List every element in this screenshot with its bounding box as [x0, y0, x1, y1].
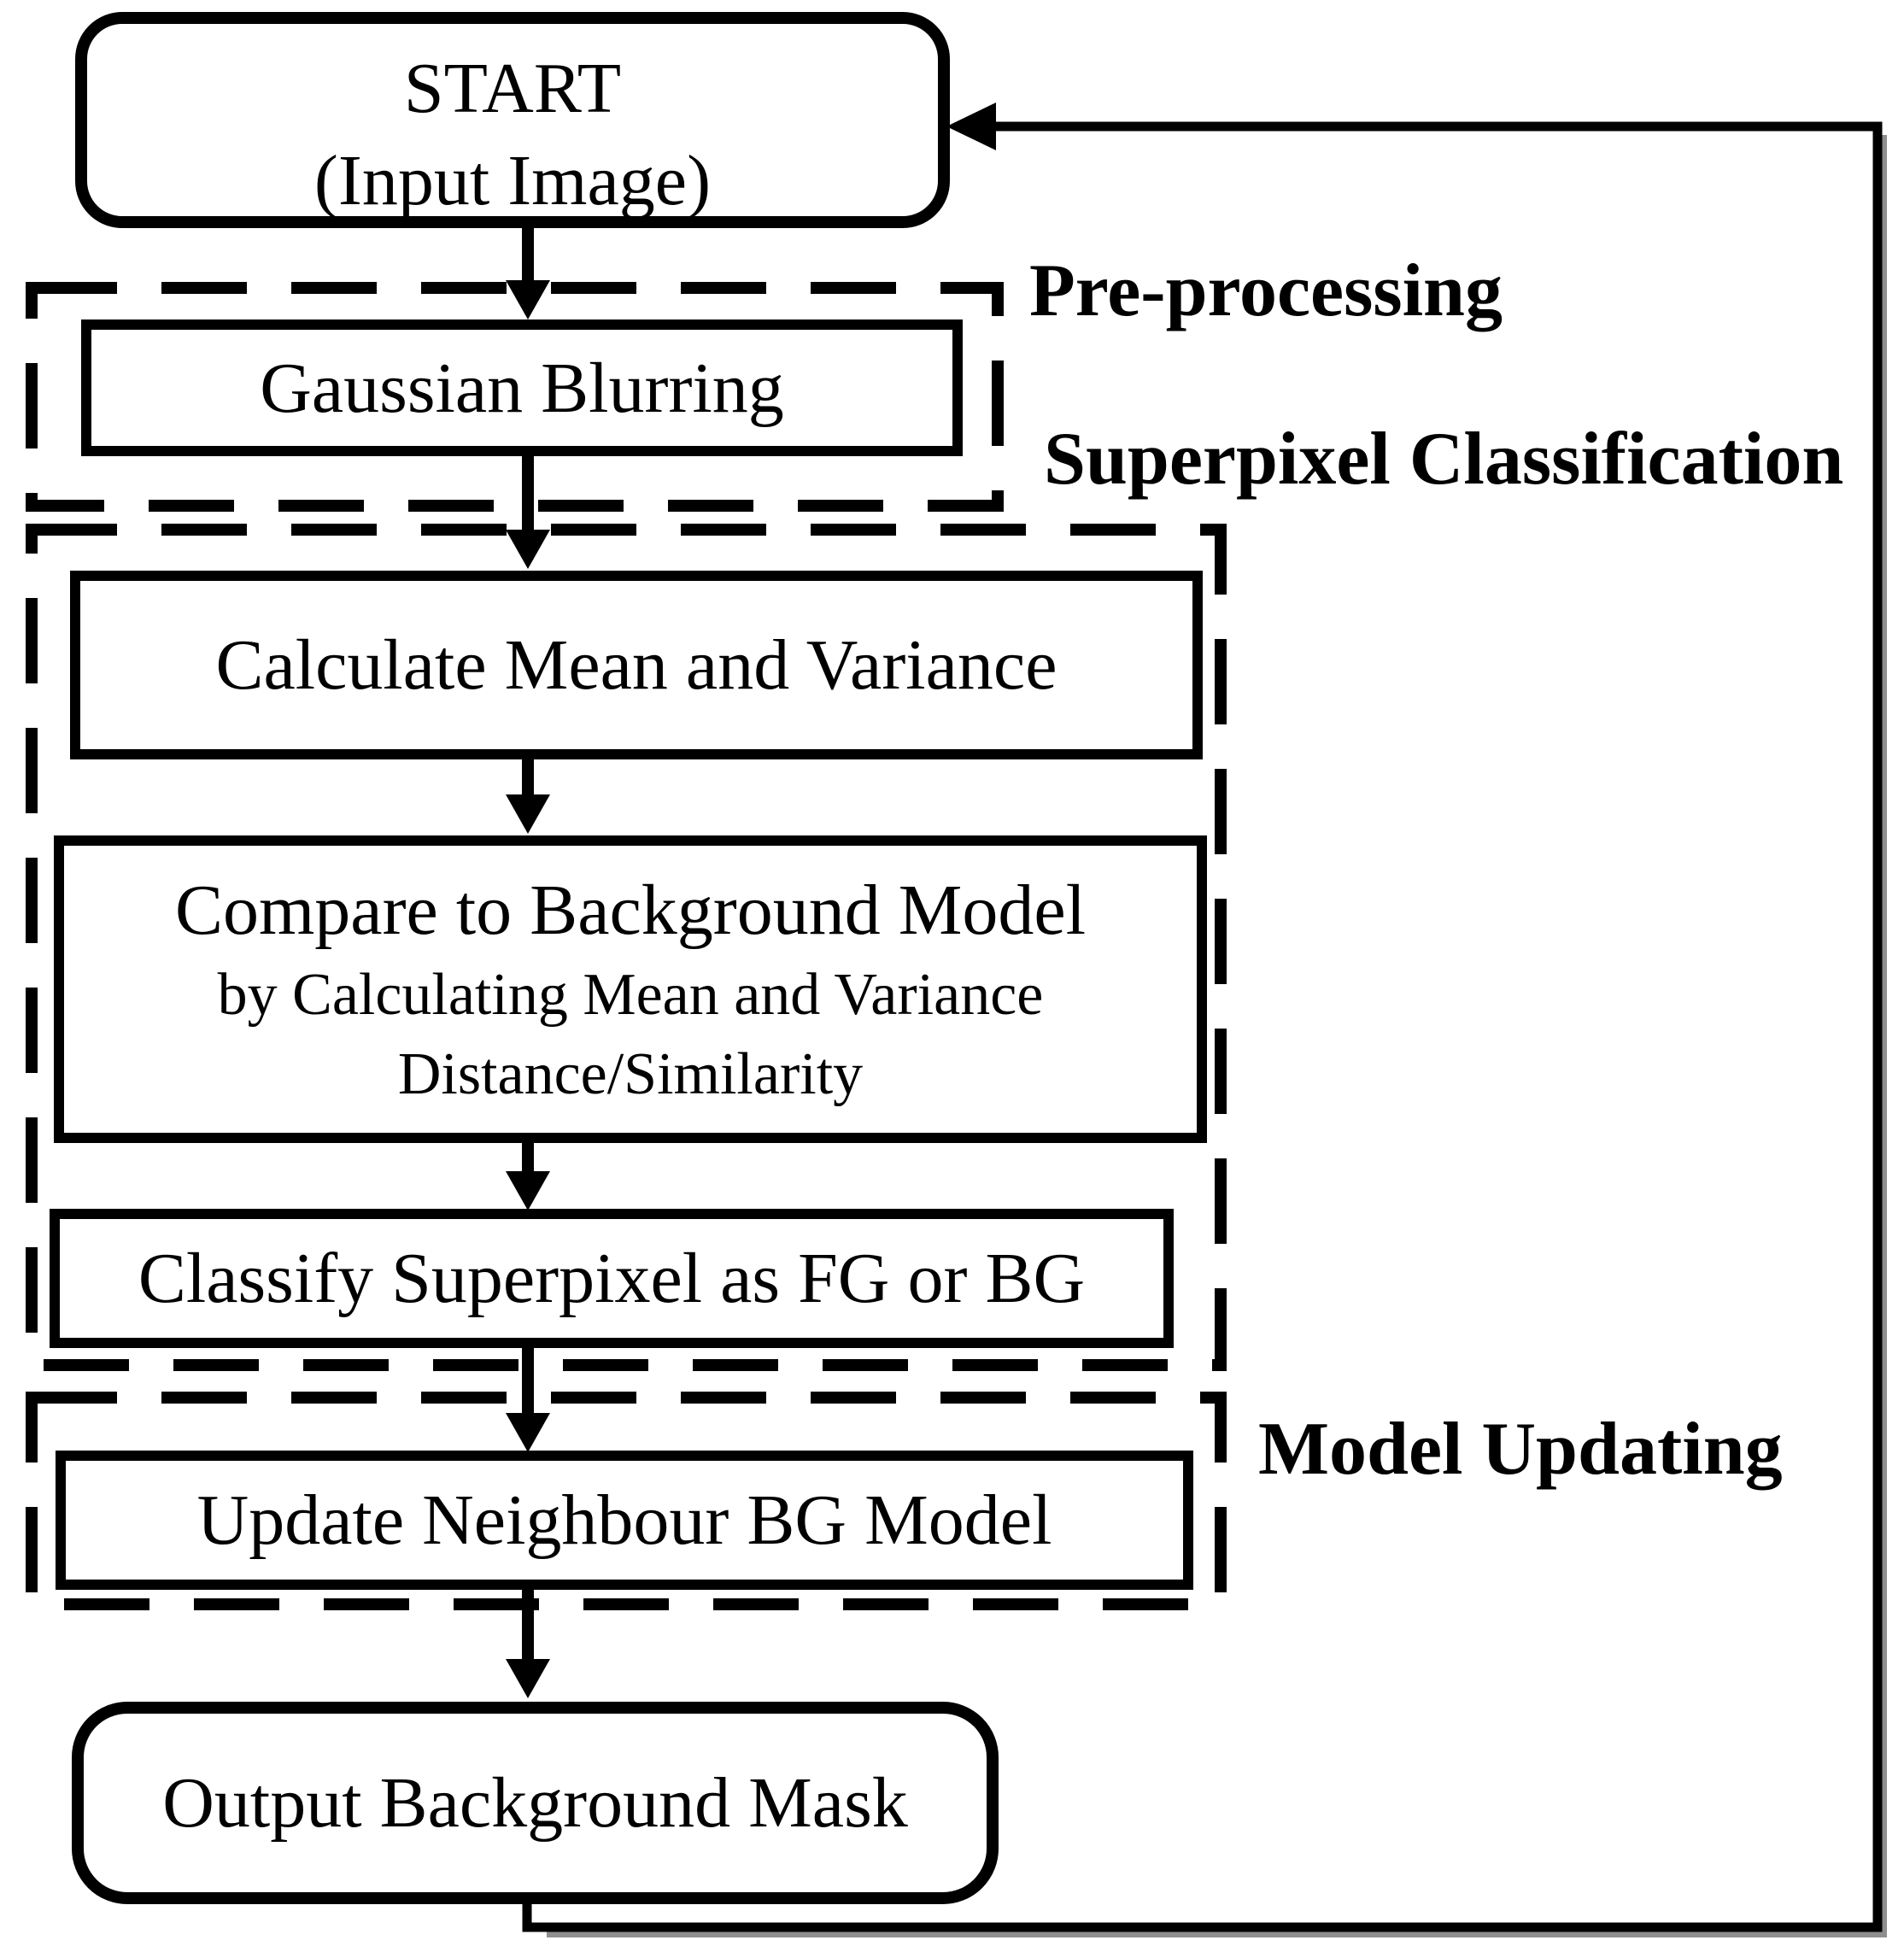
model-updating-dashed-region	[26, 1392, 1227, 1610]
node-gaussian-blurring-label: Gaussian Blurring	[260, 348, 784, 428]
arrow-down-icon	[506, 1659, 550, 1698]
arrow-start-to-gaussian	[506, 222, 550, 319]
node-update-neighbour-bg-model: Update Neighbour BG Model	[56, 1451, 1193, 1590]
section-label-superpixel-classification: Superpixel Classification	[1044, 418, 1844, 501]
section-label-model-updating: Model Updating	[1258, 1408, 1783, 1491]
node-compare-line3: Distance/Similarity	[397, 1040, 864, 1107]
arrow-compare-to-classify	[506, 1137, 550, 1210]
feedback-loop-line	[522, 121, 1883, 1932]
arrow-classify-to-update	[506, 1343, 550, 1452]
superpixel-classification-dashed-region	[26, 524, 1227, 1371]
arrow-down-icon	[506, 1171, 550, 1210]
preprocessing-dashed-region	[26, 282, 1004, 512]
arrow-down-icon	[506, 794, 550, 834]
arrow-update-to-output	[506, 1584, 550, 1698]
node-output-background-mask: Output Background Mask	[72, 1702, 999, 1904]
node-classify-superpixel-label: Classify Superpixel as FG or BG	[138, 1239, 1086, 1318]
feedback-arrowhead-icon	[946, 103, 996, 150]
node-start-subtitle: (Input Image)	[313, 140, 712, 220]
arrow-gaussian-to-calculate	[506, 450, 550, 569]
arrow-down-icon	[506, 280, 550, 319]
node-start: START (Input Image)	[75, 12, 950, 228]
node-classify-superpixel: Classify Superpixel as FG or BG	[50, 1209, 1174, 1348]
node-compare-line1: Compare to Background Model	[174, 870, 1087, 950]
node-update-neighbour-bg-model-label: Update Neighbour BG Model	[196, 1480, 1052, 1560]
arrow-down-icon	[506, 530, 550, 569]
arrow-calculate-to-compare	[506, 755, 550, 834]
node-gaussian-blurring: Gaussian Blurring	[81, 319, 963, 456]
node-calculate-mean-variance-label: Calculate Mean and Variance	[215, 625, 1057, 705]
node-calculate-mean-variance: Calculate Mean and Variance	[70, 571, 1203, 759]
node-start-title: START	[403, 48, 622, 128]
arrow-down-icon	[506, 1413, 550, 1452]
node-compare-background-model: Compare to Background Model by Calculati…	[54, 835, 1207, 1143]
node-compare-line2: by Calculating Mean and Variance	[217, 962, 1044, 1029]
section-label-preprocessing: Pre-processing	[1029, 249, 1503, 332]
node-output-background-mask-label: Output Background Mask	[162, 1763, 908, 1843]
